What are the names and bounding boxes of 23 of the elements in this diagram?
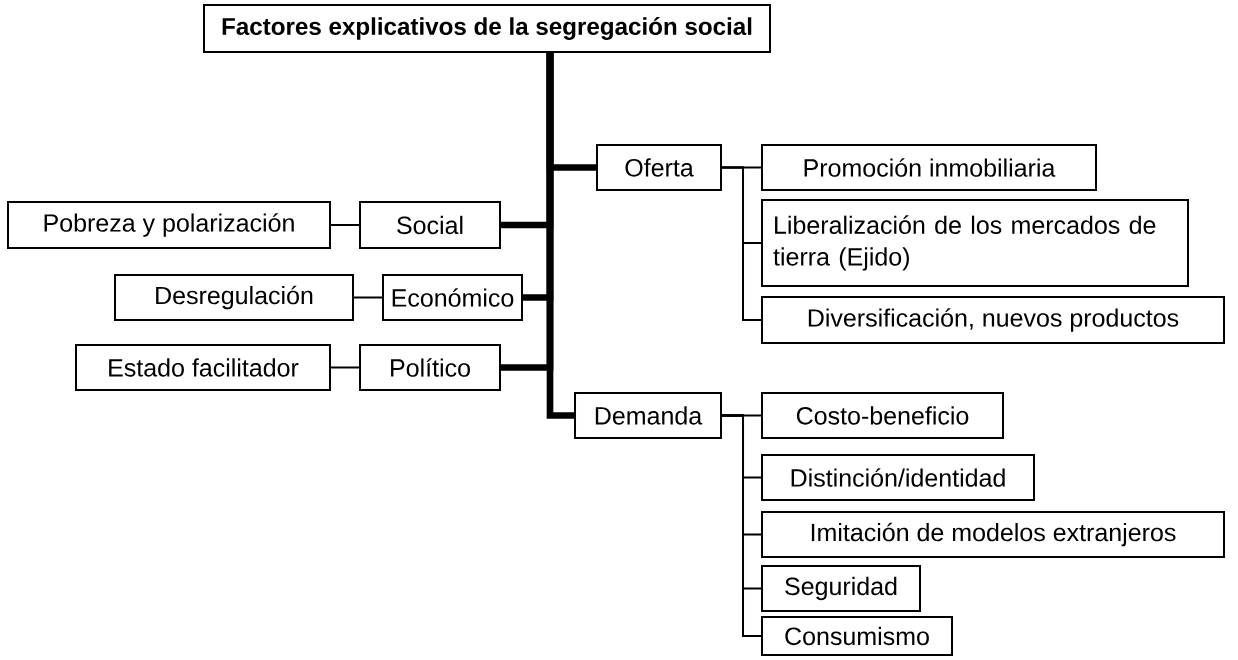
factor-box: Estado facilitador (75, 344, 331, 391)
factor-box: Social (359, 201, 501, 249)
factor-box: Costo-beneficio (761, 392, 1004, 439)
connector-line (353, 296, 383, 299)
title-box: Factores explicativos de la segregación social (203, 4, 771, 53)
factor-box: Consumismo (761, 616, 953, 656)
connector-line (721, 166, 762, 321)
connector-line (330, 224, 360, 226)
connector-line (721, 414, 762, 637)
factor-box: Diversificación, nuevos productos (761, 296, 1225, 344)
factor-box: Pobreza y polarización (7, 201, 331, 249)
factor-box: Imitación de modelos extranjeros (761, 511, 1225, 558)
factor-box: Seguridad (761, 565, 921, 612)
factor-box: Demanda (574, 392, 722, 439)
factor-box: Político (359, 344, 501, 391)
factor-box: Distinción/identidad (761, 454, 1035, 501)
factor-box: Económico (382, 274, 523, 321)
factor-box: Oferta (596, 144, 722, 191)
connector-line (546, 53, 574, 419)
factor-box: Desregulación (114, 274, 354, 321)
factor-box: Liberalización de los mercados de tierra (Ejido) (761, 199, 1189, 287)
factor-box: Promoción inmobiliaria (761, 144, 1097, 191)
connector-line (330, 366, 360, 369)
